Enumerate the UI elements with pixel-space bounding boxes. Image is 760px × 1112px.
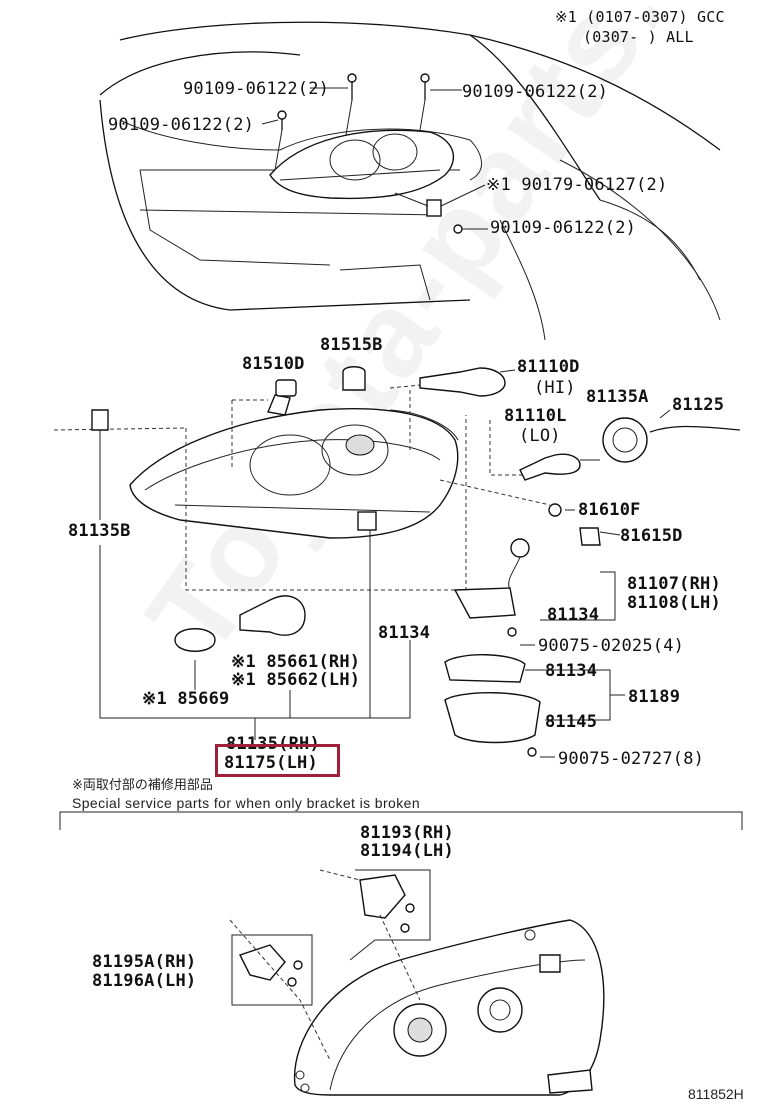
highlight-box — [215, 744, 340, 777]
label-81134-c[interactable]: 81134 — [545, 661, 598, 681]
label-81110l-lo: (LO) — [519, 426, 561, 446]
label-bolt-c[interactable]: 90109-06122(2) — [108, 115, 255, 135]
label-81110d-hi: (HI) — [534, 378, 576, 398]
legend-gcc: ※1 (0107-0307) GCC — [555, 8, 725, 26]
bolts-upper — [261, 73, 488, 234]
label-bolt-a[interactable]: 90109-06122(2) — [183, 79, 330, 99]
label-85669[interactable]: ※1 85669 — [142, 689, 230, 709]
diagram-id: 811852H — [688, 1086, 744, 1102]
car-body-outline — [99, 21, 721, 341]
label-81510d[interactable]: 81510D — [242, 354, 305, 374]
label-screw-b[interactable]: 90075-02727(8) — [558, 749, 705, 769]
label-bolt-d[interactable]: 90109-06122(2) — [490, 218, 637, 238]
label-81110d[interactable]: 81110D — [517, 357, 580, 377]
label-81145[interactable]: 81145 — [545, 712, 598, 732]
headlamp-assembly — [53, 384, 551, 591]
label-81107[interactable]: 81107(RH) — [627, 574, 721, 594]
label-81108[interactable]: 81108(LH) — [627, 593, 721, 613]
label-81515b[interactable]: 81515B — [320, 335, 383, 355]
label-81135b[interactable]: 81135B — [68, 521, 131, 541]
label-85662[interactable]: ※1 85662(LH) — [231, 670, 361, 690]
label-81196a[interactable]: 81196A(LH) — [92, 971, 197, 991]
legend-all: (0307- ) ALL — [583, 28, 694, 46]
label-81194[interactable]: 81194(LH) — [360, 841, 454, 861]
label-81134-b[interactable]: 81134 — [378, 623, 431, 643]
label-clip[interactable]: ※1 90179-06127(2) — [486, 175, 668, 195]
label-81135a[interactable]: 81135A — [586, 387, 649, 407]
leader-lines — [99, 369, 671, 758]
label-81175[interactable]: 81175(LH) — [224, 753, 318, 773]
label-81189[interactable]: 81189 — [628, 687, 681, 707]
label-81110l[interactable]: 81110L — [504, 406, 567, 426]
label-81193[interactable]: 81193(RH) — [360, 823, 454, 843]
note-japanese: ※両取付部の補修用部品 — [72, 778, 213, 793]
label-81195a[interactable]: 81195A(RH) — [92, 952, 197, 972]
label-81610f[interactable]: 81610F — [578, 500, 641, 520]
ballast-components — [444, 538, 541, 757]
label-bolt-b[interactable]: 90109-06122(2) — [462, 82, 609, 102]
section-bracket — [59, 811, 743, 830]
headlamp-rear-view — [293, 919, 605, 1096]
note-english: Special service parts for when only brac… — [72, 795, 421, 811]
label-screw-a[interactable]: 90075-02025(4) — [538, 636, 685, 656]
label-81615d[interactable]: 81615D — [620, 526, 683, 546]
label-81125[interactable]: 81125 — [672, 395, 725, 415]
label-81134-a[interactable]: 81134 — [547, 605, 600, 625]
headlamp-installed — [269, 129, 455, 200]
repair-brackets — [229, 869, 431, 1061]
label-85661[interactable]: ※1 85661(RH) — [231, 652, 361, 672]
bulbs — [91, 366, 741, 652]
